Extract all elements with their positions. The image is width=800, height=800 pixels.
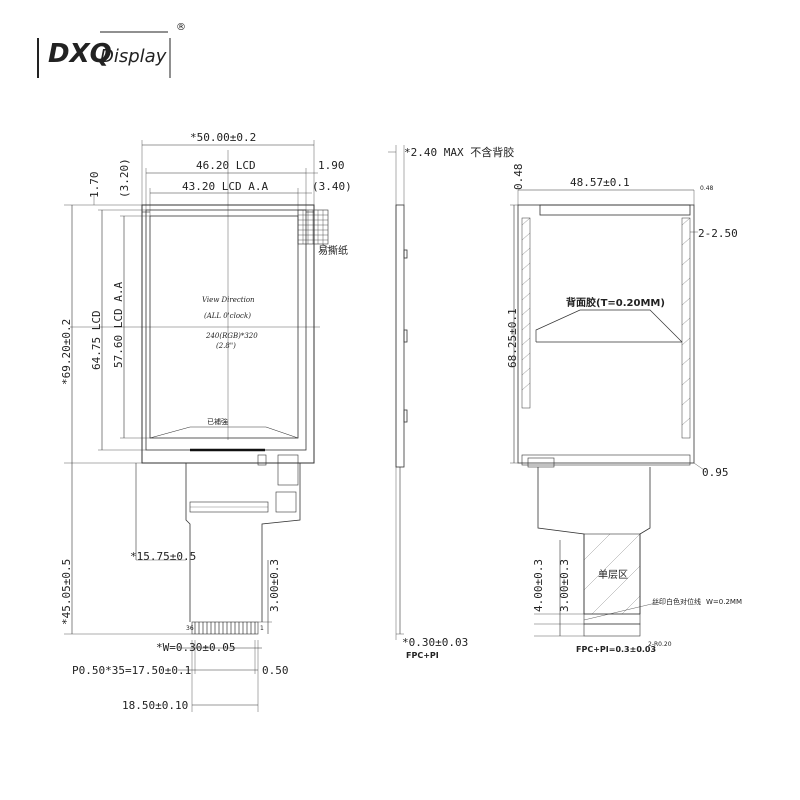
pin-width-label: *W=0.30±0.05 [156,641,235,654]
lcd-width-label: 46.20 LCD [196,159,256,172]
side-fpc-thickness-label: *0.30±0.03 [402,636,468,649]
right-margin-top-label: 1.90 [318,159,345,172]
top-margin-label: 1.70 [88,172,101,199]
right-margin-aa-label: (3.40) [312,180,352,193]
back-width-label: 48.57±0.1 [570,176,630,189]
gold-fingers [191,621,259,635]
aa-width-label: 43.20 LCD A.A [182,180,268,193]
back-fpc-material-label: FPC+PI=0.3±0.03 [576,645,656,654]
back-height-label: 68.25±0.1 [506,308,519,368]
view-direction-label: View Direction [202,296,255,304]
front-lcd-outline [145,209,307,451]
finger-length-label: 3.00±0.3 [268,559,281,612]
brand-name: DXQ [48,39,112,69]
fpc-offset-label: *15.75±0.5 [130,550,196,563]
back-tape-label: 背面胶(T=0.20MM) [566,296,665,309]
left-margin-top-label: (3.20) [118,158,131,198]
tape-label: 已補強 [207,417,228,426]
brand-logo: DXQ Display ® [37,22,186,78]
side-thickness-label: *2.40 MAX 不含背胶 [404,145,514,159]
back-bottom-gap-label: 0.95 [702,466,729,479]
diagonal-label: (2.8") [216,342,236,350]
side-fpc-material-label: FPC+PI [406,651,439,660]
pin-last-label: 1 [260,625,264,632]
overall-height-label: *69.20±0.2 [60,319,73,385]
back-view [510,189,705,637]
stiffener-length-label: 4.00±0.3 [532,559,545,612]
fpc-width-label: 18.50±0.10 [122,699,188,712]
back-side-gap-label: 2-2.50 [698,227,738,240]
back-corner-label: 0.48 [700,185,714,192]
pitch-label: P0.50*35=17.50±0.1 [72,664,191,677]
side-view [388,145,408,640]
silk-width-label: W=0.2MM [706,598,742,606]
registered-mark: ® [176,22,186,33]
overall-width-label: *50.00±0.2 [190,131,256,144]
resolution-label: 240(RGB)*320 [205,332,258,340]
view-clock-label: (ALL 0'clock) [204,312,251,320]
single-layer-label: 单层区 [598,569,628,581]
aa-height-label: 57.60 LCD A.A [112,282,125,368]
pad-note-label: 2-R0.20 [648,641,672,648]
silk-line-label: 丝印白色对位线 [652,597,701,606]
pin-gap-label: 0.50 [262,664,289,677]
back-top-offset-label: 0.48 [512,164,525,191]
pin-first-label: 36 [186,625,194,632]
front-view [64,140,333,712]
easy-tear-label: 易撕纸 [318,244,348,257]
brand-subtitle: Display [100,46,167,67]
back-finger-length-label: 3.00±0.3 [558,559,571,612]
lcd-height-label: 64.75 LCD [90,310,103,370]
fpc-length-label: *45.05±0.5 [60,559,73,625]
